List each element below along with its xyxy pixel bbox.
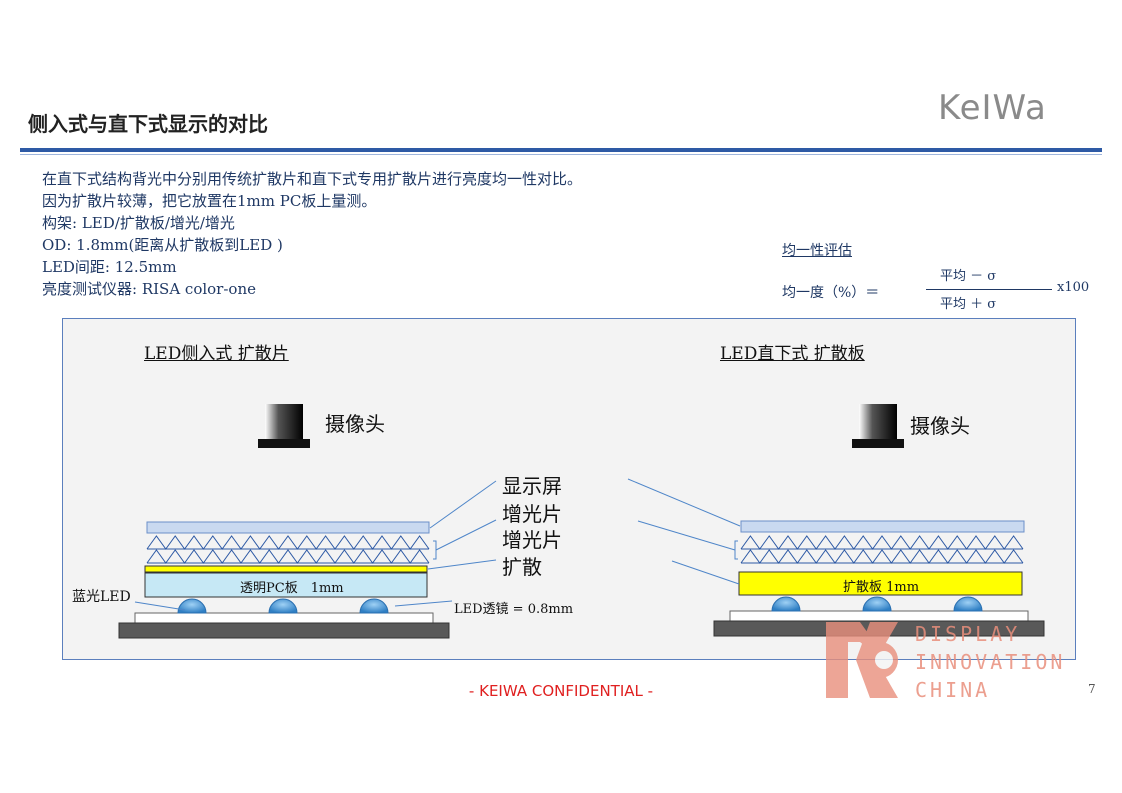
prism-film-2-right [740,549,1024,564]
intro-line-2: 因为扩散片较薄，把它放置在1mm PC板上量测。 [42,192,377,210]
prism-film-2-left [146,549,430,564]
prism-film-1-right [740,535,1024,550]
camera-left-label: 摄像头 [325,412,385,436]
camera-left-icon [258,404,310,448]
label-display: 显示屏 [502,474,562,498]
intro-line-1: 在直下式结构背光中分别用传统扩散片和直下式专用扩散片进行亮度均一性对比。 [42,170,583,188]
display-layer-left [146,521,430,534]
uniformity-heading: 均一性评估 [782,243,852,259]
blue-led-label: 蓝光LED [72,589,131,605]
pcb-left [134,612,434,624]
pc-board-label: 透明PC板 1mm [240,581,344,596]
diffuser-film-left [144,565,428,573]
watermark-line-3: CHINA [915,678,991,702]
confidential-notice: - KEIWA CONFIDENTIAL - [468,682,654,700]
keiwa-logo: KeIWa [938,88,1047,128]
intro-line-6: 亮度测试仪器: RISA color-one [42,280,256,298]
intro-line-3: 构架: LED/扩散板/增光/增光 [42,214,235,232]
formula-denominator: 平均 ＋ σ [940,297,997,312]
prism-film-1-left [146,535,430,550]
formula-numerator: 平均 － σ [940,269,997,284]
right-section-title: LED直下式 扩散板 [720,344,865,364]
watermark-line-2: INNOVATION [915,650,1066,674]
comparison-panel [62,318,1076,660]
camera-right-label: 摄像头 [910,414,970,438]
led-right [771,596,983,612]
diffuser-board-label: 扩散板 1mm [843,580,920,595]
label-bef-2: 增光片 [502,528,562,552]
uniformity-label: 均一度（%）＝ [782,285,880,301]
label-bef-1: 增光片 [502,502,562,526]
page-number: 7 [1088,682,1096,696]
camera-right-icon [852,404,904,448]
leader-lines-right [627,478,741,585]
slide-title: 侧入式与直下式显示的对比 [28,112,268,136]
fraction-bar [926,289,1052,290]
formula-multiplier: x100 [1057,280,1090,295]
watermark-line-1: DISPLAY [915,622,1021,646]
dic-watermark-logo [826,622,898,698]
left-section-title: LED侧入式 扩散片 [144,344,289,364]
header-rule [20,148,1102,152]
led-left [177,598,389,614]
led-lens-label: LED透镜 = 0.8mm [454,602,574,617]
header-rule-thin [20,154,1102,155]
watermark-text: DISPLAY INNOVATION CHINA [915,620,1065,704]
label-diffuse: 扩散 [502,555,542,579]
display-layer-right [740,520,1025,533]
pc-board-left [144,572,428,598]
base-left [118,622,450,639]
leader-lines-left [134,480,497,611]
intro-line-5: LED间距: 12.5mm [42,258,177,276]
intro-line-4: OD: 1.8mm(距离从扩散板到LED ) [42,236,283,254]
